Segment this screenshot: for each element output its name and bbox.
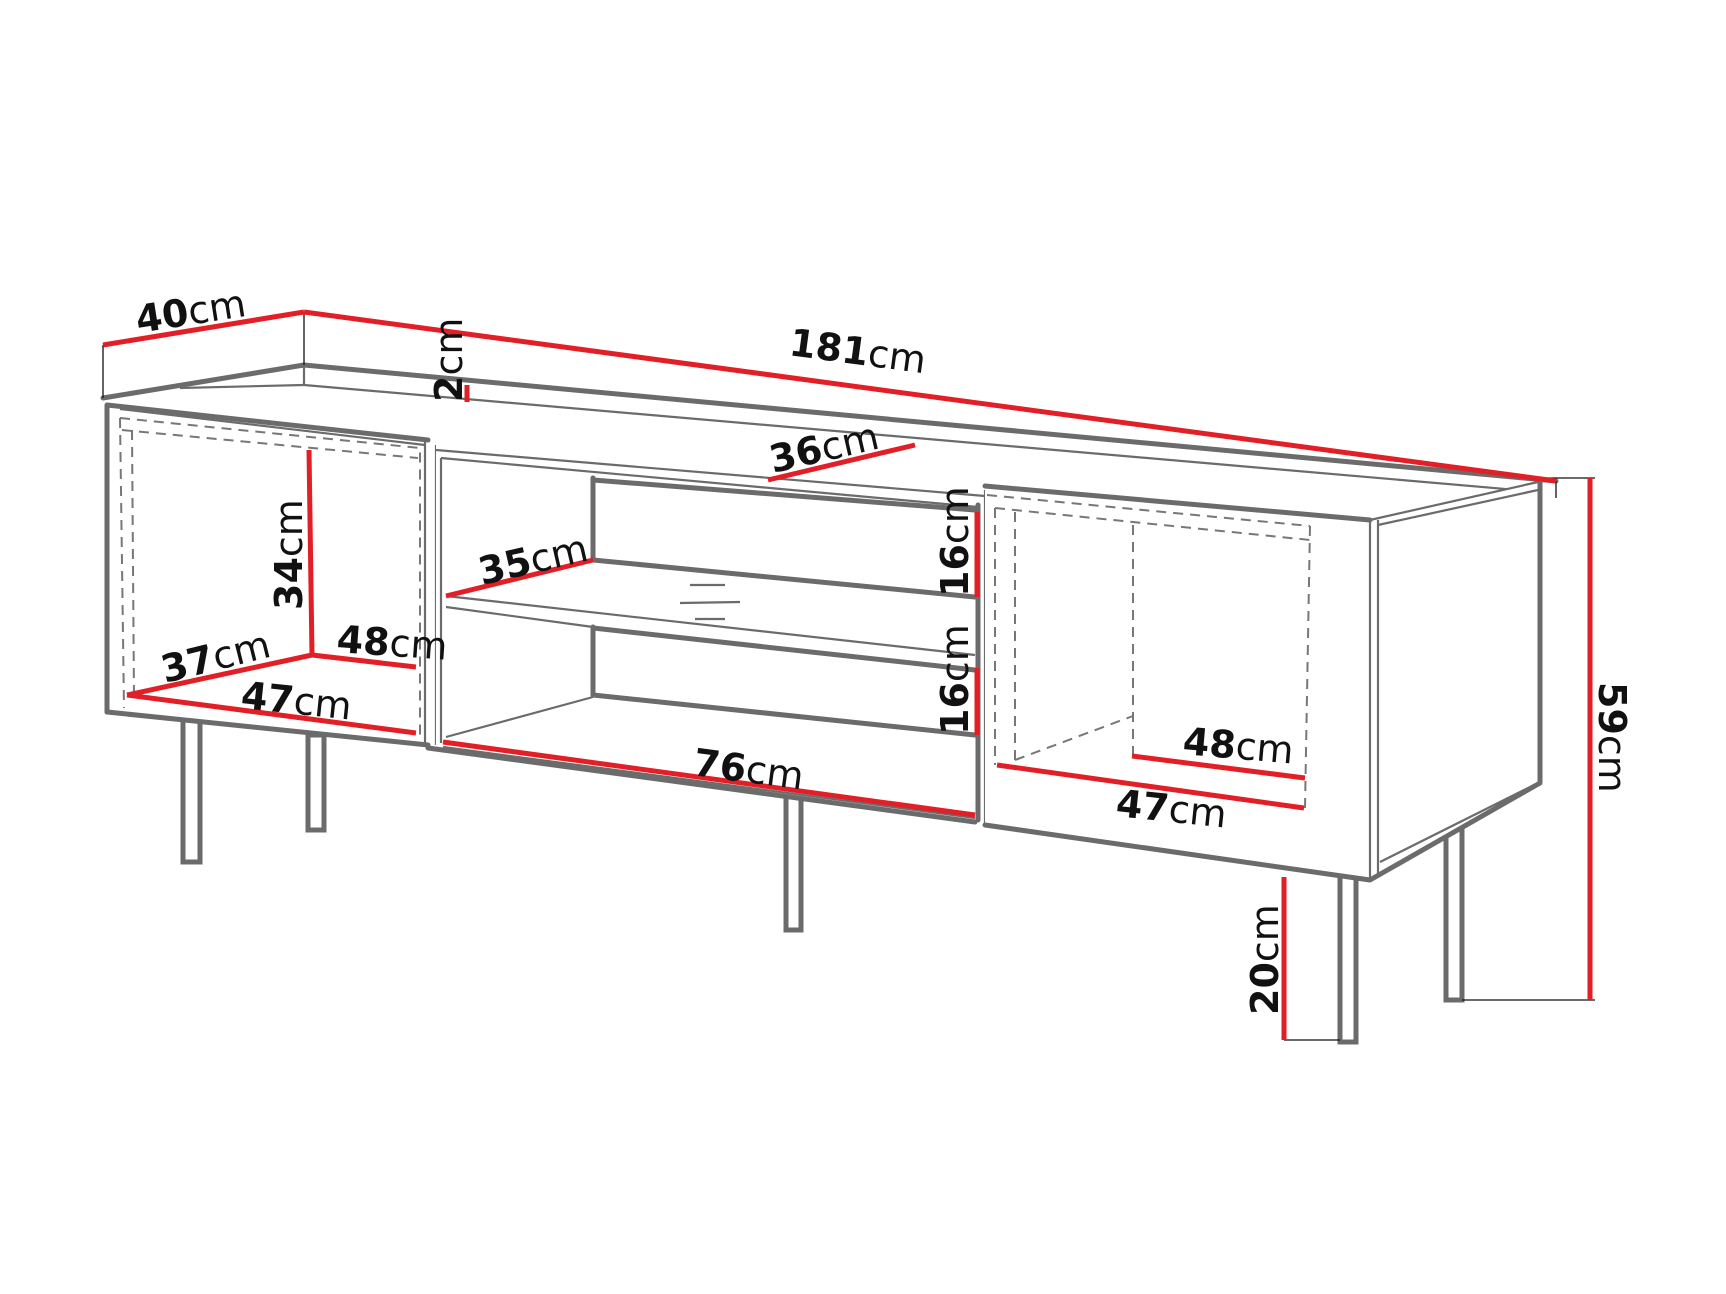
top-slab-underside <box>303 383 1541 494</box>
label-48cm-right: 48cm <box>1181 719 1295 772</box>
leg-left-back <box>305 732 327 833</box>
label-40cm: 40cm <box>133 281 249 342</box>
dimension-lines <box>102 309 1593 1040</box>
dim-line-36 <box>767 442 916 483</box>
dim-line-47-left <box>126 692 417 736</box>
label-76cm: 76cm <box>691 740 807 798</box>
label-2cm: 2cm <box>427 318 471 402</box>
label-181cm: 181cm <box>787 320 929 382</box>
lower-back-panel <box>590 624 978 738</box>
label-34cm: 34cm <box>267 499 311 610</box>
dim-line-37 <box>126 652 313 698</box>
label-47cm-right: 47cm <box>1114 781 1229 836</box>
right-cabinet-outline <box>982 479 1543 883</box>
dim-line-47-right <box>996 762 1305 811</box>
label-48cm-left: 48cm <box>335 617 449 669</box>
leg-left-front <box>180 709 203 865</box>
label-59cm: 59cm <box>1590 682 1634 793</box>
legs <box>180 709 1465 1045</box>
dim-line-76 <box>442 739 976 818</box>
dim-line-34 <box>306 449 315 656</box>
dim-line-40 <box>102 309 305 348</box>
dim-line-35 <box>445 557 594 599</box>
dimension-labels: 40cm 2cm 181cm 36cm 35cm 16cm 16cm 76cm … <box>133 281 1634 1015</box>
label-16cm-upper: 16cm <box>933 486 977 597</box>
label-16cm-lower: 16cm <box>933 624 977 735</box>
shelf-front <box>445 594 976 657</box>
leg-right-front <box>1337 869 1359 1045</box>
center-bottom <box>425 745 978 825</box>
extension-lines <box>102 312 1595 1041</box>
label-37cm-left: 37cm <box>157 622 275 692</box>
center-section <box>425 445 987 825</box>
label-20cm: 20cm <box>1243 904 1287 1015</box>
left-cabinet-outline <box>104 402 431 715</box>
dim-line-48-right <box>1131 753 1306 781</box>
dim-line-48-left <box>311 652 417 670</box>
dim-line-181 <box>303 309 1557 484</box>
right-cabinet <box>982 479 1543 883</box>
label-47cm-left: 47cm <box>239 673 354 728</box>
leg-center <box>783 792 804 933</box>
